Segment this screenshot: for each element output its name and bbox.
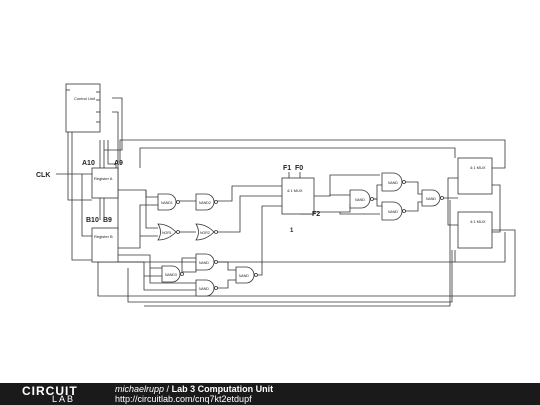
top-mux-title: 4:1 MUX (470, 165, 486, 170)
wire-network (56, 97, 516, 307)
control-unit-block (65, 83, 101, 133)
circuitlab-logo[interactable]: CIRCUIT LAB (22, 384, 92, 404)
f2-label: F2 (312, 211, 320, 218)
nand-out-gate (235, 266, 255, 284)
nor2-gate (195, 223, 215, 241)
bottom-mux-block (457, 211, 493, 249)
register-b-input-a-label: B10 (86, 217, 99, 224)
main-mux-title: 4:1 MUX (287, 188, 303, 193)
register-b-block (91, 227, 119, 263)
author-link[interactable]: michaelrupp (115, 384, 165, 394)
clk-label: CLK (36, 172, 50, 179)
register-a-input-a-label: A10 (82, 160, 95, 167)
main-mux-block (281, 177, 315, 215)
circuit-meta: michaelrupp / Lab 3 Computation Unit htt… (115, 384, 273, 404)
register-a-block (91, 167, 119, 199)
nand-mid-gate (195, 253, 215, 271)
main-mux-select-f0: F0 (295, 165, 303, 172)
main-mux-output-label: 1 (290, 228, 294, 234)
register-b-title: Register B (94, 234, 113, 239)
bottom-mux-title: 4:1 MUX (470, 219, 486, 224)
logo-wordmark-top: CIRCUIT (22, 384, 78, 398)
nand-final-label: NAND (426, 197, 436, 201)
circuit-title: Lab 3 Computation Unit (171, 384, 274, 394)
title-separator: / (166, 384, 170, 394)
nand-out-label: NAND (239, 274, 249, 278)
nand3-label: NAND3 (165, 273, 177, 277)
register-b-input-b-label: B9 (103, 217, 112, 224)
nand1-gate (157, 193, 177, 211)
register-a-title: Register A (94, 176, 113, 181)
footer-bar: CIRCUIT LAB michaelrupp / Lab 3 Computat… (0, 383, 540, 405)
register-a-input-b-label: A9 (114, 160, 123, 167)
nand-r2-gate (349, 189, 371, 209)
nand2-gate (195, 193, 215, 211)
schematic-canvas: CLK Control Unit Register A A10 A9 Regis… (36, 83, 516, 307)
nand1-label: NAND1 (161, 201, 173, 205)
top-mux-block (457, 157, 493, 195)
nand-low-label: NAND (199, 287, 209, 291)
nand-mid-label: NAND (199, 261, 209, 265)
circuit-url[interactable]: http://circuitlab.com/cnq7kt2etdupf (115, 394, 252, 404)
nor2-label: NOR2 (200, 231, 210, 235)
nand-low-gate (195, 279, 215, 297)
logo-wordmark-bottom: LAB (52, 394, 76, 404)
nor1-gate (157, 223, 177, 241)
main-mux-select-f1: F1 (283, 165, 291, 172)
nand-r1-label: NAND (388, 181, 398, 185)
nand2-label: NAND2 (199, 201, 211, 205)
control-unit-title: Control Unit (74, 96, 96, 101)
nand-final-gate (421, 189, 441, 207)
nor1-label: NOR1 (162, 231, 172, 235)
nand-r1-gate (381, 172, 403, 192)
nand-r3-gate (381, 201, 403, 221)
nand3-gate (161, 265, 181, 283)
nand-r2-label: NAND (355, 198, 365, 202)
nand-r3-label: NAND (388, 210, 398, 214)
